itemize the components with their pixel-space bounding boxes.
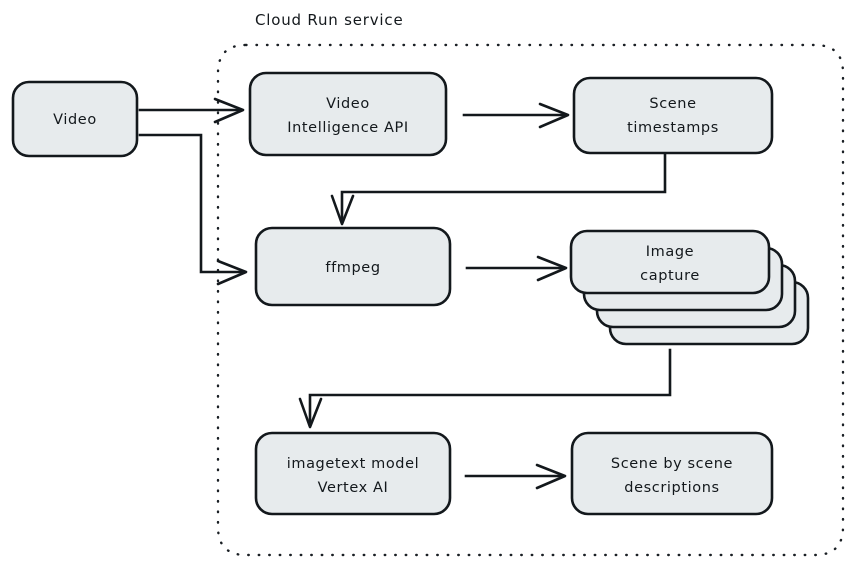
group-dotted-border (216, 43, 845, 557)
node-image-capture-label-line2: capture (640, 268, 700, 284)
node-ffmpeg-label: ffmpeg (325, 260, 380, 276)
edge-video-intelligence-api-to-scene-timestamps (462, 102, 570, 129)
edge-video-to-ffmpeg (138, 133, 248, 286)
node-scene-by-scene-descriptions-shape[interactable] (570, 431, 774, 516)
group-title: Cloud Run service (255, 11, 403, 29)
edge-image-capture-to-imagetext-model (298, 348, 672, 429)
node-video-intelligence-api-label-line2: Intelligence API (287, 120, 409, 136)
node-image-capture-label-line1: Image (646, 244, 694, 260)
node-video-intelligence-api-label-line1: Video (326, 96, 370, 112)
node-ffmpeg-shape[interactable] (254, 226, 452, 307)
node-scene-timestamps[interactable]: Scene timestamps (572, 76, 774, 155)
edge-scene-timestamps-to-ffmpeg (330, 151, 667, 226)
node-scene-by-scene-descriptions-label-line2: descriptions (624, 480, 719, 496)
node-video-intelligence-api[interactable]: Video Intelligence API (248, 71, 448, 157)
node-scene-timestamps-label-line1: Scene (649, 96, 696, 112)
node-video-label: Video (53, 112, 97, 128)
node-scene-timestamps-label-line2: timestamps (627, 120, 719, 136)
edge-video-to-video-intelligence-api (138, 97, 245, 124)
node-imagetext-model-vertex-ai-shape[interactable] (254, 431, 452, 516)
node-image-capture[interactable]: Image capture (569, 229, 810, 346)
node-imagetext-model-vertex-ai-label-line2: Vertex AI (318, 480, 389, 496)
node-imagetext-model-vertex-ai[interactable]: imagetext model Vertex AI (254, 431, 452, 516)
node-ffmpeg[interactable]: ffmpeg (254, 226, 452, 307)
node-scene-timestamps-shape[interactable] (572, 76, 774, 155)
node-imagetext-model-vertex-ai-label-line1: imagetext model (287, 456, 420, 472)
node-image-capture-shape[interactable] (569, 229, 771, 295)
edge-ffmpeg-to-image-capture (465, 255, 568, 282)
edge-imagetext-model-to-scene-by-scene-descriptions (464, 463, 567, 490)
node-video-intelligence-api-shape[interactable] (248, 71, 448, 157)
node-video-shape[interactable] (11, 80, 139, 158)
node-scene-by-scene-descriptions[interactable]: Scene by scene descriptions (570, 431, 774, 516)
cloud-run-service-group (216, 43, 845, 557)
node-scene-by-scene-descriptions-label-line1: Scene by scene (611, 456, 733, 472)
node-video[interactable]: Video (11, 80, 139, 158)
